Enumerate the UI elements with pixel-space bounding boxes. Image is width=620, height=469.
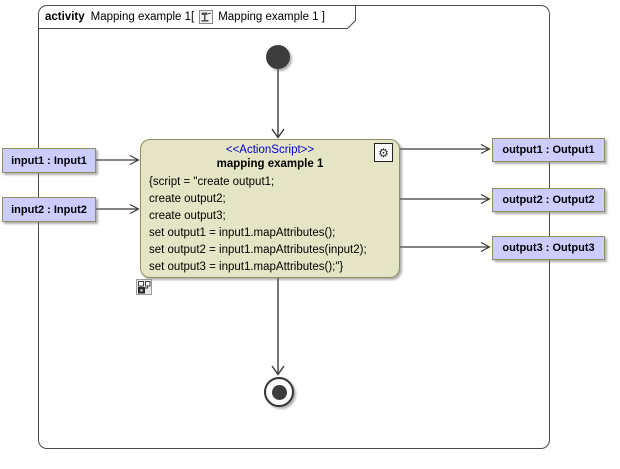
script-line: set output2 = input1.mapAttributes(input… xyxy=(149,244,367,256)
flow-input1-to-action[interactable] xyxy=(94,154,140,166)
input-pin-2-label: input2 : Input2 xyxy=(11,203,87,216)
script-line: set output1 = input1.mapAttributes(); xyxy=(149,227,336,239)
frame-title: activity Mapping example 1[ Mapping exam… xyxy=(45,9,327,25)
output-pin-2-label: output2 : Output2 xyxy=(502,194,595,206)
script-line: set output3 = input1.mapAttributes();"} xyxy=(149,261,344,273)
output-pin-3[interactable]: output3 : Output3 xyxy=(492,236,605,260)
input-pin-2[interactable]: input2 : Input2 xyxy=(2,197,96,222)
rake-icon[interactable] xyxy=(136,279,152,295)
flow-action-to-output2[interactable] xyxy=(399,193,491,205)
output-pin-1[interactable]: output1 : Output1 xyxy=(492,138,605,162)
input-pin-1[interactable]: input1 : Input1 xyxy=(2,148,96,173)
action-node[interactable]: <<ActionScript>> mapping example 1 {scri… xyxy=(140,139,400,278)
frame-title-post: Mapping example 1 ] xyxy=(218,11,325,23)
flow-action-to-final[interactable] xyxy=(271,277,285,376)
flow-input2-to-action[interactable] xyxy=(94,203,140,215)
gear-icon[interactable]: ⚙ xyxy=(374,143,393,162)
script-line: create output3; xyxy=(149,210,226,222)
initial-node[interactable] xyxy=(266,45,290,69)
script-line: {script = "create output1; xyxy=(149,176,275,188)
flow-action-to-output3[interactable] xyxy=(399,241,491,253)
activity-final-node[interactable] xyxy=(264,377,294,407)
output-pin-2[interactable]: output2 : Output2 xyxy=(492,188,605,212)
input-pin-1-label: input1 : Input1 xyxy=(11,154,87,167)
frame-title-pentagon xyxy=(39,6,356,29)
script-line: create output2; xyxy=(149,193,226,205)
output-pin-1-label: output1 : Output1 xyxy=(502,144,595,156)
activity-diagram-icon xyxy=(199,10,214,24)
activity-final-inner-dot xyxy=(271,384,287,400)
output-pin-3-label: output3 : Output3 xyxy=(502,242,595,254)
flow-initial-to-action[interactable] xyxy=(271,68,285,139)
gear-glyph: ⚙ xyxy=(378,145,389,160)
frame-keyword: activity xyxy=(45,11,85,23)
flow-action-to-output1[interactable] xyxy=(399,143,491,155)
action-name: mapping example 1 xyxy=(216,158,324,170)
action-stereotype: <<ActionScript>> xyxy=(225,144,315,156)
frame-title-pre: Mapping example 1[ xyxy=(90,11,195,23)
action-script-body: {script = "create output1; create output… xyxy=(141,174,399,276)
